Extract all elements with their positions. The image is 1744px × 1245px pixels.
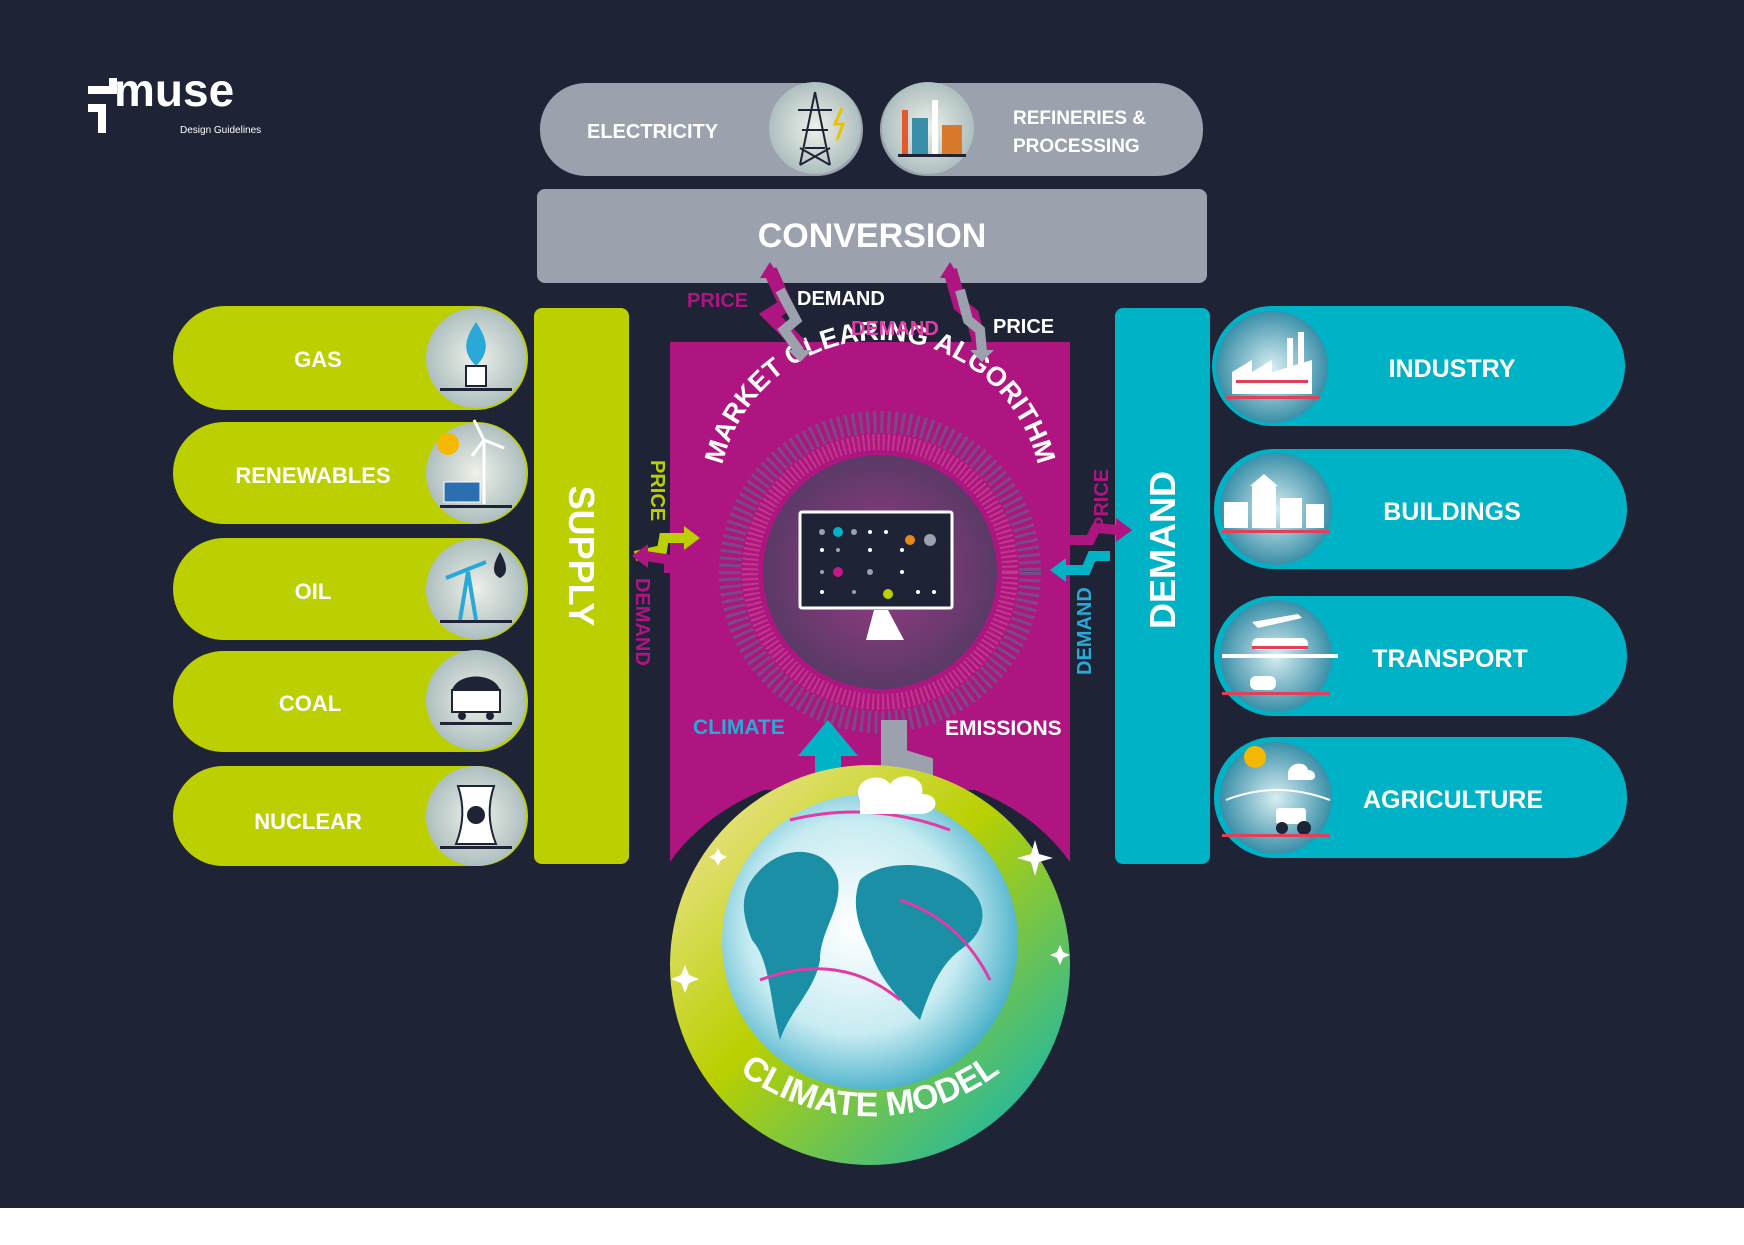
conversion-box[interactable]: CONVERSION xyxy=(537,189,1207,283)
supply-item-label: GAS xyxy=(294,347,342,372)
refineries-label-line2: PROCESSING xyxy=(1013,136,1140,157)
logo-corner-mark xyxy=(88,78,117,133)
supply-market-flow xyxy=(632,526,700,573)
demand-market-flow xyxy=(1050,518,1132,582)
supply-item-label: COAL xyxy=(279,691,341,716)
muse-logo: muse Design Guidelines xyxy=(88,64,261,136)
flow-label-price: PRICE xyxy=(687,290,748,312)
refineries-pill[interactable]: REFINERIES & PROCESSING xyxy=(880,82,1203,176)
sparkle-icon xyxy=(1050,945,1070,965)
flow-label-demand: DEMAND xyxy=(1074,587,1096,675)
supply-item-label: NUCLEAR xyxy=(254,809,362,834)
electricity-pill[interactable]: ELECTRICITY xyxy=(540,82,863,176)
diagram-svg: muse Design Guidelines ELECTRICITY REFIN… xyxy=(88,64,1627,1165)
tractor-icon xyxy=(1220,742,1332,854)
supply-item-label: RENEWABLES xyxy=(235,463,390,488)
climate-model-globe: CLIMATE MODEL xyxy=(670,765,1070,1165)
demand-item-label: AGRICULTURE xyxy=(1363,786,1543,814)
globe-landmass xyxy=(855,865,983,1020)
nuclear-tower-icon xyxy=(426,766,526,866)
demand-bar[interactable]: DEMAND xyxy=(1115,308,1210,864)
demand-item-label: BUILDINGS xyxy=(1383,498,1521,526)
diagram-canvas: muse Design Guidelines ELECTRICITY REFIN… xyxy=(0,0,1744,1208)
conversion-title: CONVERSION xyxy=(758,217,987,255)
sparkle-icon xyxy=(709,848,727,866)
flow-label-price: PRICE xyxy=(646,460,668,521)
demand-item-label: INDUSTRY xyxy=(1389,355,1516,383)
demand-item-industry[interactable]: INDUSTRY xyxy=(1212,306,1625,426)
flow-label-price: PRICE xyxy=(993,316,1054,338)
flow-label-demand: DEMAND xyxy=(631,578,653,666)
demand-arrow xyxy=(775,287,805,355)
supply-item-oil[interactable]: OIL xyxy=(173,538,528,640)
supply-item-nuclear[interactable]: NUCLEAR xyxy=(173,766,528,866)
algorithm-inner-ring xyxy=(742,434,1018,710)
supply-item-label: OIL xyxy=(295,579,332,604)
conversion-flow-left xyxy=(758,262,812,362)
logo-tagline: Design Guidelines xyxy=(180,125,261,136)
supply-item-coal[interactable]: COAL xyxy=(173,650,528,752)
sparkle-icon xyxy=(1017,840,1053,876)
demand-item-transport[interactable]: TRANSPORT xyxy=(1214,596,1627,716)
demand-title: DEMAND xyxy=(1142,471,1183,629)
flow-label-price: PRICE xyxy=(1091,469,1113,530)
flow-label-emissions: EMISSIONS xyxy=(945,717,1062,740)
gas-flame-icon xyxy=(426,308,526,408)
refineries-label-line1: REFINERIES & xyxy=(1013,108,1146,129)
sparkle-icon xyxy=(671,965,699,993)
algorithm-code-ring xyxy=(719,411,1041,733)
sparkles xyxy=(671,840,1070,993)
houses-icon xyxy=(1220,453,1332,565)
flow-label-climate: CLIMATE xyxy=(693,716,785,739)
supply-item-renewables[interactable]: RENEWABLES xyxy=(173,419,528,524)
globe-landmass xyxy=(743,851,839,1040)
supply-bar[interactable]: SUPPLY xyxy=(534,308,629,864)
oil-pump-icon xyxy=(426,539,526,639)
price-arrow xyxy=(955,288,987,353)
train-plane-icon xyxy=(1220,600,1338,712)
factory-icon xyxy=(1216,311,1328,423)
conversion-flow-right xyxy=(940,262,994,362)
flow-label-demand: DEMAND xyxy=(851,318,939,340)
supply-title: SUPPLY xyxy=(561,486,602,627)
demand-item-label: TRANSPORT xyxy=(1372,645,1528,673)
demand-item-agriculture[interactable]: AGRICULTURE xyxy=(1214,737,1627,858)
monitor-dots xyxy=(819,527,936,599)
emissions-cloud xyxy=(857,776,936,814)
flow-label-demand: DEMAND xyxy=(797,288,885,310)
wind-solar-icon xyxy=(426,419,526,523)
logo-wordmark: muse xyxy=(114,64,234,116)
electricity-label: ELECTRICITY xyxy=(587,121,719,143)
refinery-icon xyxy=(882,82,974,174)
supply-item-gas[interactable]: GAS xyxy=(173,306,528,410)
demand-item-buildings[interactable]: BUILDINGS xyxy=(1214,449,1627,569)
pylon-icon xyxy=(769,82,861,174)
coal-cart-icon xyxy=(426,650,526,750)
monitor-icon xyxy=(798,510,954,640)
